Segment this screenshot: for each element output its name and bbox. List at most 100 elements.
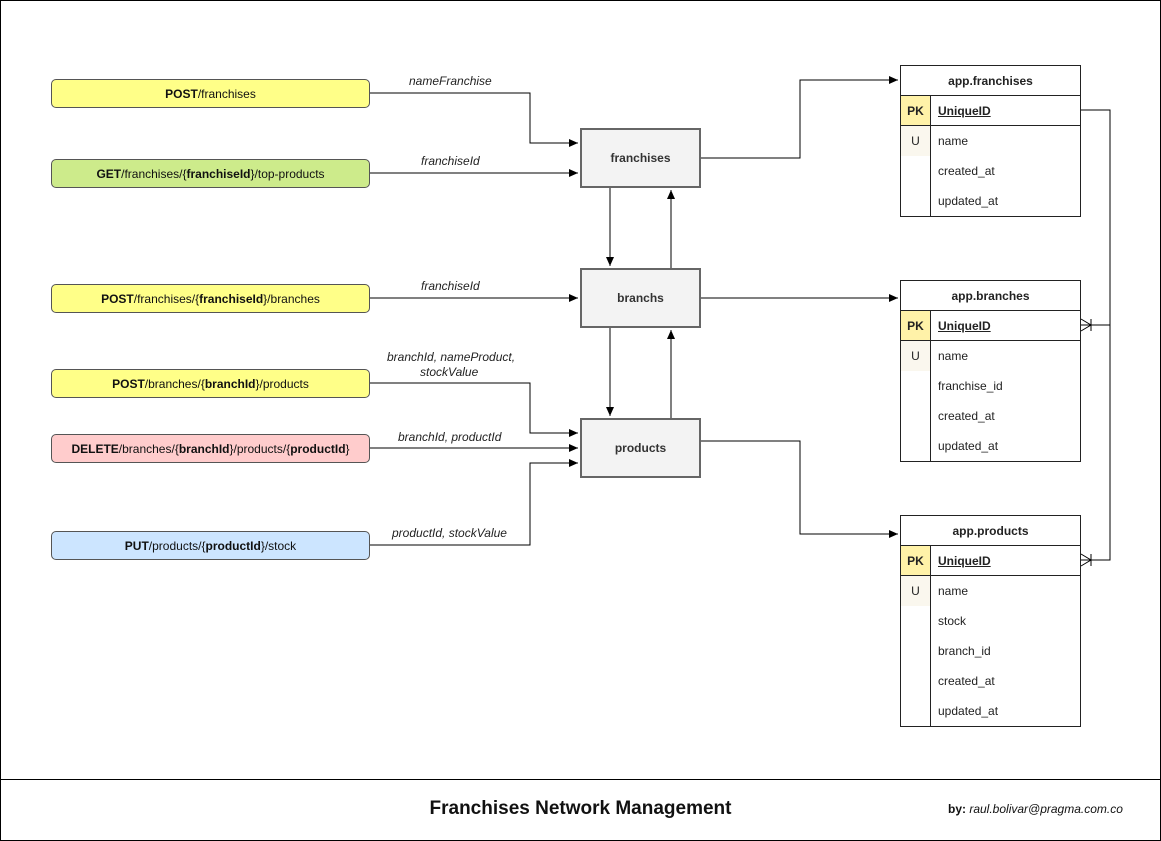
key-cell: PK (901, 311, 931, 340)
field-name: updated_at (938, 194, 999, 208)
path-segment: } (345, 441, 350, 456)
path-param: branchId (178, 441, 230, 456)
path-param: productId (205, 538, 261, 553)
path-param: franchiseId (186, 166, 251, 181)
endpoint-delete-product: DELETE /branches/{branchId}/products/{pr… (51, 434, 370, 463)
table-row: updated_at (901, 431, 1080, 461)
endpoint-post-products: POST /branches/{branchId}/products (51, 369, 370, 398)
edge-label-franchise-id: franchiseId (421, 154, 480, 168)
table-header: app.franchises (901, 66, 1080, 96)
table-row: updated_at (901, 696, 1080, 726)
table-row: branch_id (901, 636, 1080, 666)
key-cell (901, 431, 931, 461)
key-cell (901, 666, 931, 696)
key-cell (901, 636, 931, 666)
key-cell (901, 186, 931, 216)
field-name: name (938, 584, 969, 598)
table-row: PK UniqueID (901, 96, 1080, 126)
key-cell: U (901, 341, 931, 371)
service-products: products (580, 418, 701, 478)
table-row: created_at (901, 666, 1080, 696)
field-name: updated_at (938, 439, 999, 453)
path-segment: }/products/{ (229, 441, 291, 456)
path-segment: /branches/{ (118, 441, 179, 456)
endpoint-get-top-products: GET /franchises/{franchiseId}/top-produc… (51, 159, 370, 188)
key-cell: U (901, 126, 931, 156)
key-cell (901, 606, 931, 636)
edge-post-products (370, 382, 578, 437)
path-param: franchiseId (199, 291, 264, 306)
edge-label-branch-product-line2: stockValue (420, 365, 479, 379)
key-cell (901, 696, 931, 726)
edge-label-branch-product-id: branchId, productId (398, 430, 502, 444)
service-franchises: franchises (580, 128, 701, 188)
http-method: GET (96, 166, 122, 181)
table-row: stock (901, 606, 1080, 636)
service-branchs: branchs (580, 268, 701, 328)
edge-label-franchise-id-branches: franchiseId (421, 279, 480, 293)
table-row: PK UniqueID (901, 546, 1080, 576)
field-name: created_at (938, 674, 995, 688)
author-email: raul.bolivar@pragma.com.co (966, 802, 1123, 816)
field-name: franchise_id (938, 379, 1003, 393)
edge-post-franchises (370, 92, 578, 147)
field-name: UniqueID (938, 553, 991, 568)
key-cell (901, 371, 931, 401)
http-method: POST (112, 376, 145, 391)
key-cell: U (901, 576, 931, 606)
path-segment: /franchises (197, 86, 256, 101)
relation-branch-product (1081, 325, 1111, 561)
field-name: UniqueID (938, 103, 991, 118)
field-name: updated_at (938, 704, 999, 718)
edge-franchises-to-table (701, 76, 898, 159)
field-name: branch_id (938, 644, 991, 658)
field-name: created_at (938, 409, 995, 423)
http-method: DELETE (71, 441, 119, 456)
path-segment: /franchises/{ (133, 291, 200, 306)
path-segment: }/branches (263, 291, 320, 306)
path-segment: }/stock (260, 538, 297, 553)
edge-label-product-stock: productId, stockValue (392, 526, 507, 540)
field-name: UniqueID (938, 318, 991, 333)
path-segment: /branches/{ (144, 376, 205, 391)
table-header: app.branches (901, 281, 1080, 311)
crowfoot-branches (1080, 318, 1092, 332)
path-segment: }/products (255, 376, 309, 391)
key-cell (901, 401, 931, 431)
path-param: productId (290, 441, 346, 456)
http-method: POST (101, 291, 134, 306)
path-segment: }/top-products (250, 166, 325, 181)
endpoint-post-franchises: POST /franchises (51, 79, 370, 108)
field-name: stock (938, 614, 967, 628)
table-row: updated_at (901, 186, 1080, 216)
table-header: app.products (901, 516, 1080, 546)
http-method: PUT (124, 538, 149, 553)
http-method: POST (165, 86, 198, 101)
key-cell: PK (901, 546, 931, 575)
table-row: PK UniqueID (901, 311, 1080, 341)
path-segment: /franchises/{ (121, 166, 187, 181)
edge-put-stock (370, 459, 578, 546)
key-cell: PK (901, 96, 931, 125)
table-row: franchise_id (901, 371, 1080, 401)
author-prefix: by: (948, 802, 966, 816)
field-name: name (938, 134, 969, 148)
diagram-title: Franchises Network Management (429, 798, 732, 819)
edge-label-branch-product-line1: branchId, nameProduct, (387, 350, 516, 364)
table-row: created_at (901, 156, 1080, 186)
path-param: branchId (204, 376, 256, 391)
endpoint-post-branches: POST /franchises/{franchiseId}/branches (51, 284, 370, 313)
crowfoot-products (1080, 553, 1092, 567)
author-credit: by: raul.bolivar@pragma.com.co (948, 802, 1123, 816)
path-segment: /products/{ (148, 538, 206, 553)
endpoint-put-stock: PUT /products/{productId}/stock (51, 531, 370, 560)
field-name: created_at (938, 164, 995, 178)
edge-products-to-table (701, 440, 898, 538)
